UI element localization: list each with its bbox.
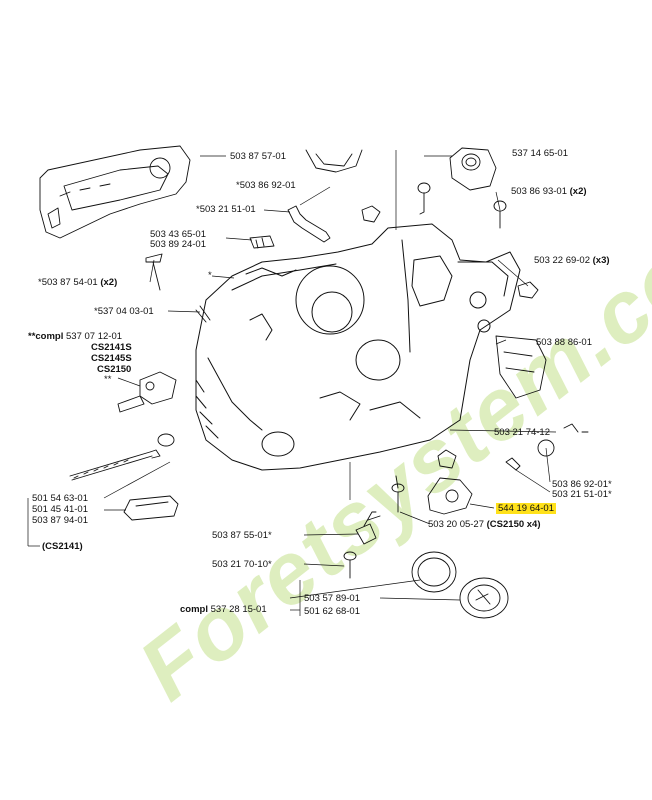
part-label: 501 45 41-01 [32,504,88,515]
part-number: *503 87 54-01 [38,277,98,288]
part-label: 501 62 68-01 [304,606,360,617]
compl-prefix: **compl [28,331,64,342]
part-label: **compl 537 07 12-01 [28,331,122,342]
part-number: 537 07 12-01 [66,331,123,342]
part-label: 503 88 86-01 [536,337,592,348]
part-label-highlighted: 544 19 64-01 [496,503,556,514]
part-label: 503 20 05-27 (CS2150 x4) [428,519,541,530]
part-label: ** [104,374,112,385]
part-label: 503 86 92-01* [552,479,612,490]
part-label: 503 57 89-01 [304,593,360,604]
part-label: 501 54 63-01 [32,493,88,504]
part-label: *503 21 51-01 [196,204,256,215]
part-label: 503 87 55-01* [212,530,272,541]
crankcase-body [195,223,521,471]
part-label: 503 21 51-01* [552,489,612,500]
part-label: 503 86 93-01 (x2) [511,186,587,197]
part-label: *537 04 03-01 [94,306,154,317]
part-label: 503 43 65-01 [150,229,206,240]
model-label: CS2141S [91,342,132,353]
part-label: 537 14 65-01 [512,148,568,159]
part-number: 503 20 05-27 [428,519,484,530]
part-quantity: (x2) [100,277,118,288]
part-number: 503 22 69-02 [534,255,590,266]
part-number: 537 28 15-01 [210,604,267,615]
muffler-guard-part [449,147,497,191]
part-label: *503 86 92-01 [236,180,296,191]
part-label: *503 87 54-01 (x2) [38,277,117,288]
highlighted-part-number: 544 19 64-01 [496,503,556,514]
part-label: 503 89 24-01 [150,239,206,250]
part-quantity: (x2) [569,186,587,197]
switch-assembly [117,371,177,413]
model-label: CS2145S [91,353,132,364]
part-quantity: (x3) [592,255,610,266]
part-label: 503 87 57-01 [230,151,286,162]
model-label: CS2150 [97,364,132,375]
part-label: compl 537 28 15-01 [180,604,267,615]
chain-cover-part [39,145,191,239]
part-label: 503 21 70-10* [212,559,272,570]
part-label: 503 22 69-02 (x3) [534,255,610,266]
top-cover-part [305,149,363,173]
part-label: 503 87 94-01 [32,515,88,526]
part-label: 503 21 74-12 [494,427,550,438]
part-number: 503 86 93-01 [511,186,567,197]
part-quantity: (CS2150 x4) [486,519,541,530]
compl-prefix: compl [180,604,208,615]
model-label: (CS2141) [42,541,83,552]
part-label: * [208,270,212,281]
